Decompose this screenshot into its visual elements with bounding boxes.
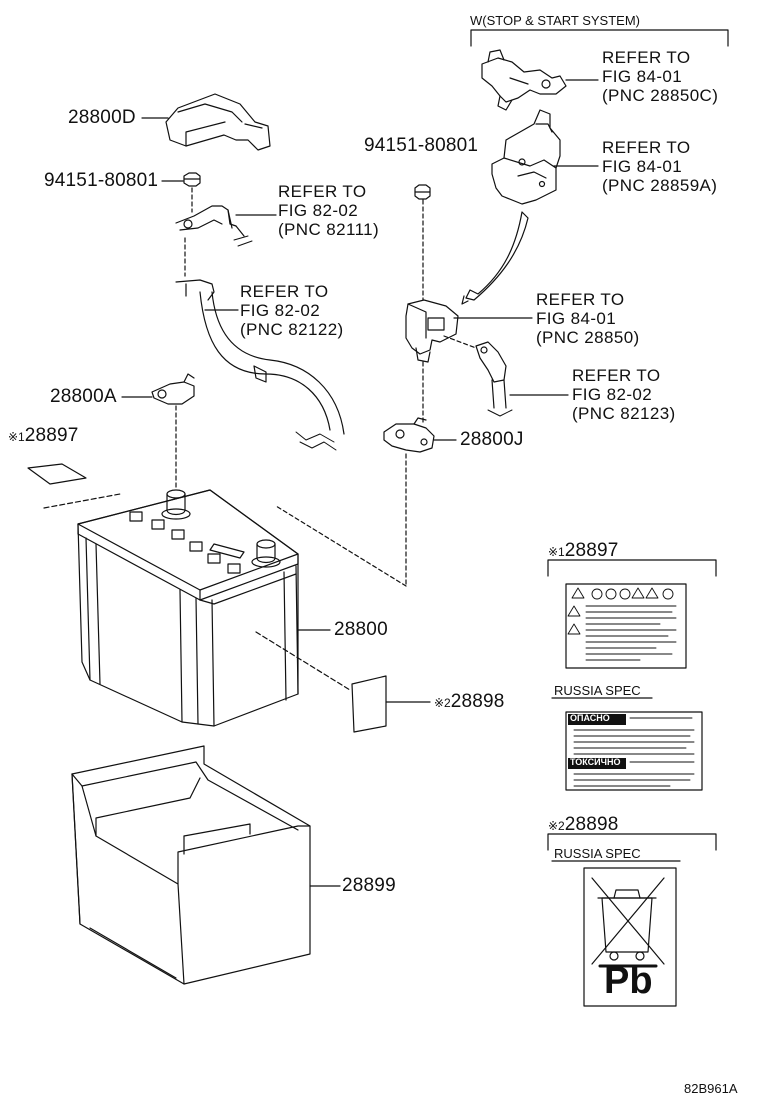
part-94151-left: 94151-80801 [44,170,159,191]
label-28898-mid [351,675,387,733]
terminal-cover-28800D [165,93,271,151]
part-28800: 28800 [334,619,388,640]
warning-text-2: ТОКСИЧНО [570,757,621,767]
bracket-28898 [547,833,717,851]
cable-82122 [175,279,345,451]
part-28800D: 28800D [68,107,136,128]
part-28897-left: ※128897 [8,425,79,446]
part-28897-right: ※128897 [548,540,619,561]
stop-start-label: W(STOP & START SYSTEM) [470,13,640,28]
part-28898-right: ※228898 [548,814,619,835]
current-sensor-28850 [405,299,459,363]
battery-28800 [77,489,299,727]
russia-warning-label [565,711,703,791]
nut-center [414,184,431,200]
terminal-28800J [383,417,435,453]
lead-symbol: Pb [604,960,653,1002]
dash-battery-label [255,631,351,691]
russia-spec-2: RUSSIA SPEC [554,846,641,861]
cable-end-82123 [475,341,513,417]
dash-sensor-to-cable [443,335,477,349]
assembly-arrow [465,211,529,301]
part-28898-mid: ※228898 [434,691,505,712]
bracket-28897 [547,559,717,577]
warning-text-1: ОПАСНО [570,713,610,723]
battery-tray-28899 [71,745,311,985]
stop-start-bracket [470,29,729,47]
part-28800A: 28800A [50,386,117,407]
part-28899: 28899 [342,875,396,896]
label-28897-left [27,463,87,485]
diagram-code: 82B961A [684,1081,738,1096]
recycle-label-28898 [583,867,677,1007]
crossed-bin-icon [591,877,665,968]
dash-label-left [43,493,121,509]
russia-label-headers [568,714,626,769]
warning-label-28897 [565,583,687,669]
bracket-28859A [491,109,561,205]
nut-left [183,172,201,187]
dash-J-to-battery-h [275,505,407,587]
sensor-28850C [481,49,567,111]
russia-spec-1: RUSSIA SPEC [554,683,641,698]
terminal-clamp-28800A [151,373,195,405]
cable-end-82111 [175,205,253,247]
part-94151-center: 94151-80801 [364,135,479,156]
part-28800J: 28800J [460,429,524,450]
